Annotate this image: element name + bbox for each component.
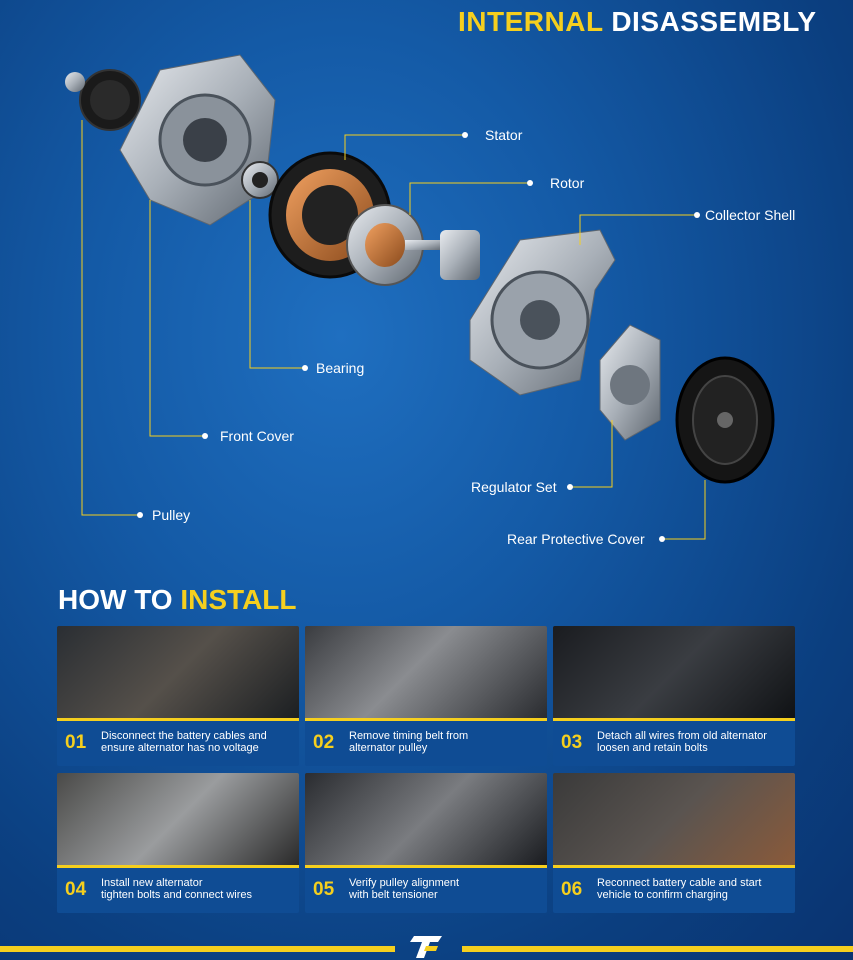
step-photo-1 bbox=[57, 626, 299, 718]
step-text-line2: with belt tensioner bbox=[349, 889, 438, 901]
step-photo-2 bbox=[305, 626, 547, 718]
step-number: 06 bbox=[561, 879, 583, 900]
step-text-line2: loosen and retain bolts bbox=[597, 742, 708, 754]
title-white: DISASSEMBLY bbox=[611, 6, 817, 37]
alternator-exploded-view bbox=[65, 54, 775, 542]
step-number: 02 bbox=[313, 732, 335, 753]
step-text-line1: Verify pulley alignment bbox=[349, 877, 460, 889]
step-text-line2: vehicle to confirm charging bbox=[597, 889, 728, 901]
pulley-part bbox=[65, 69, 141, 131]
step-accent-bar bbox=[305, 718, 547, 721]
label-stator: Stator bbox=[485, 127, 523, 143]
label-rear-protective-cover: Rear Protective Cover bbox=[507, 531, 645, 547]
step-photo-3 bbox=[553, 626, 795, 718]
front-cover-part bbox=[119, 54, 276, 226]
label-collector-shell: Collector Shell bbox=[705, 207, 796, 223]
rotor-part bbox=[346, 204, 445, 286]
step-number: 03 bbox=[561, 732, 583, 753]
footer-bar-right bbox=[462, 946, 853, 952]
step-text-line1: Reconnect battery cable and start bbox=[597, 877, 762, 889]
step-number: 01 bbox=[65, 732, 87, 753]
step-text-line1: Detach all wires from old alternator bbox=[597, 730, 767, 742]
step-accent-bar bbox=[57, 865, 299, 868]
step-text-line1: Install new alternator bbox=[101, 877, 203, 889]
step-accent-bar bbox=[305, 865, 547, 868]
step-accent-bar bbox=[553, 718, 795, 721]
label-pulley: Pulley bbox=[152, 507, 191, 523]
leader-lines bbox=[81, 120, 706, 540]
step-number: 05 bbox=[313, 879, 335, 900]
footer-bar-left bbox=[0, 946, 395, 952]
label-regulator-set: Regulator Set bbox=[471, 479, 557, 495]
title-yellow: INTERNAL bbox=[458, 6, 604, 37]
step-text-line2: alternator pulley bbox=[349, 742, 428, 754]
label-front-cover: Front Cover bbox=[220, 428, 294, 444]
bearing-part bbox=[241, 161, 279, 199]
brush-holder-part bbox=[440, 230, 480, 280]
step-number: 04 bbox=[65, 879, 87, 900]
step-photo-5 bbox=[305, 773, 547, 865]
page-title: INTERNAL DISASSEMBLY bbox=[458, 6, 817, 38]
label-bearing: Bearing bbox=[316, 360, 365, 376]
step-accent-bar bbox=[553, 865, 795, 868]
regulator-set-part bbox=[599, 324, 661, 441]
install-title: HOW TO INSTALL bbox=[58, 584, 297, 616]
label-rotor: Rotor bbox=[550, 175, 585, 191]
brand-logo-icon bbox=[410, 936, 442, 958]
install-title-yellow: INSTALL bbox=[180, 584, 297, 615]
rear-cover-part bbox=[675, 356, 775, 484]
install-title-white: HOW TO bbox=[58, 584, 173, 615]
collector-shell-part bbox=[469, 229, 616, 396]
step-text-line1: Disconnect the battery cables and bbox=[101, 730, 267, 742]
leader-dots bbox=[137, 132, 700, 542]
step-photo-4 bbox=[57, 773, 299, 865]
step-text-line1: Remove timing belt from bbox=[349, 730, 469, 742]
step-photo-6 bbox=[553, 773, 795, 865]
step-accent-bar bbox=[57, 718, 299, 721]
step-text-line2: ensure alternator has no voltage bbox=[101, 742, 259, 754]
step-text-line2: tighten bolts and connect wires bbox=[101, 889, 253, 901]
